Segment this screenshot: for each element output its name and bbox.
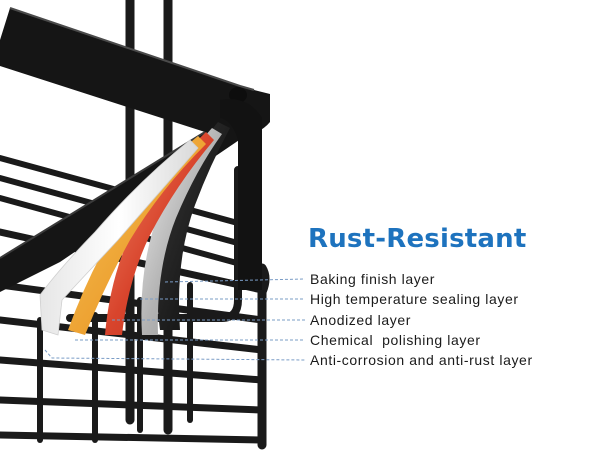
- coating-layer-list: Baking finish layer High temperature sea…: [310, 267, 595, 372]
- bottom-wire-5: [0, 431, 266, 444]
- rust-resistant-headline: Rust-Resistant: [308, 224, 527, 254]
- front-right-post: [66, 166, 242, 322]
- bottom-wire-4: [0, 396, 266, 414]
- bottom-wire-3: [0, 356, 266, 384]
- basket-top-rail: [0, 7, 270, 292]
- leader-line-anti-rust: [44, 349, 306, 361]
- leader-line-baking: [164, 278, 306, 283]
- layer-label-baking-finish: Baking finish layer: [310, 271, 436, 287]
- layer-label-anti-corrosion: Anti-corrosion and anti-rust layer: [310, 352, 533, 368]
- rivet-cap: [229, 87, 247, 103]
- coating-layers-peel: [39, 122, 230, 336]
- anodized-layer-strip: [105, 132, 214, 335]
- leader-lines: [44, 278, 306, 361]
- layer-label-high-temp-sealing: High temperature sealing layer: [310, 291, 519, 307]
- sealing-layer-strip: [68, 136, 206, 335]
- layer-label-anodized: Anodized layer: [310, 312, 412, 328]
- front-corner-post: [257, 263, 270, 450]
- anti-rust-layer-strip: [156, 122, 230, 330]
- layer-label-chemical-polishing: Chemical polishing layer: [310, 332, 481, 348]
- baking-finish-layer-strip: [39, 139, 199, 336]
